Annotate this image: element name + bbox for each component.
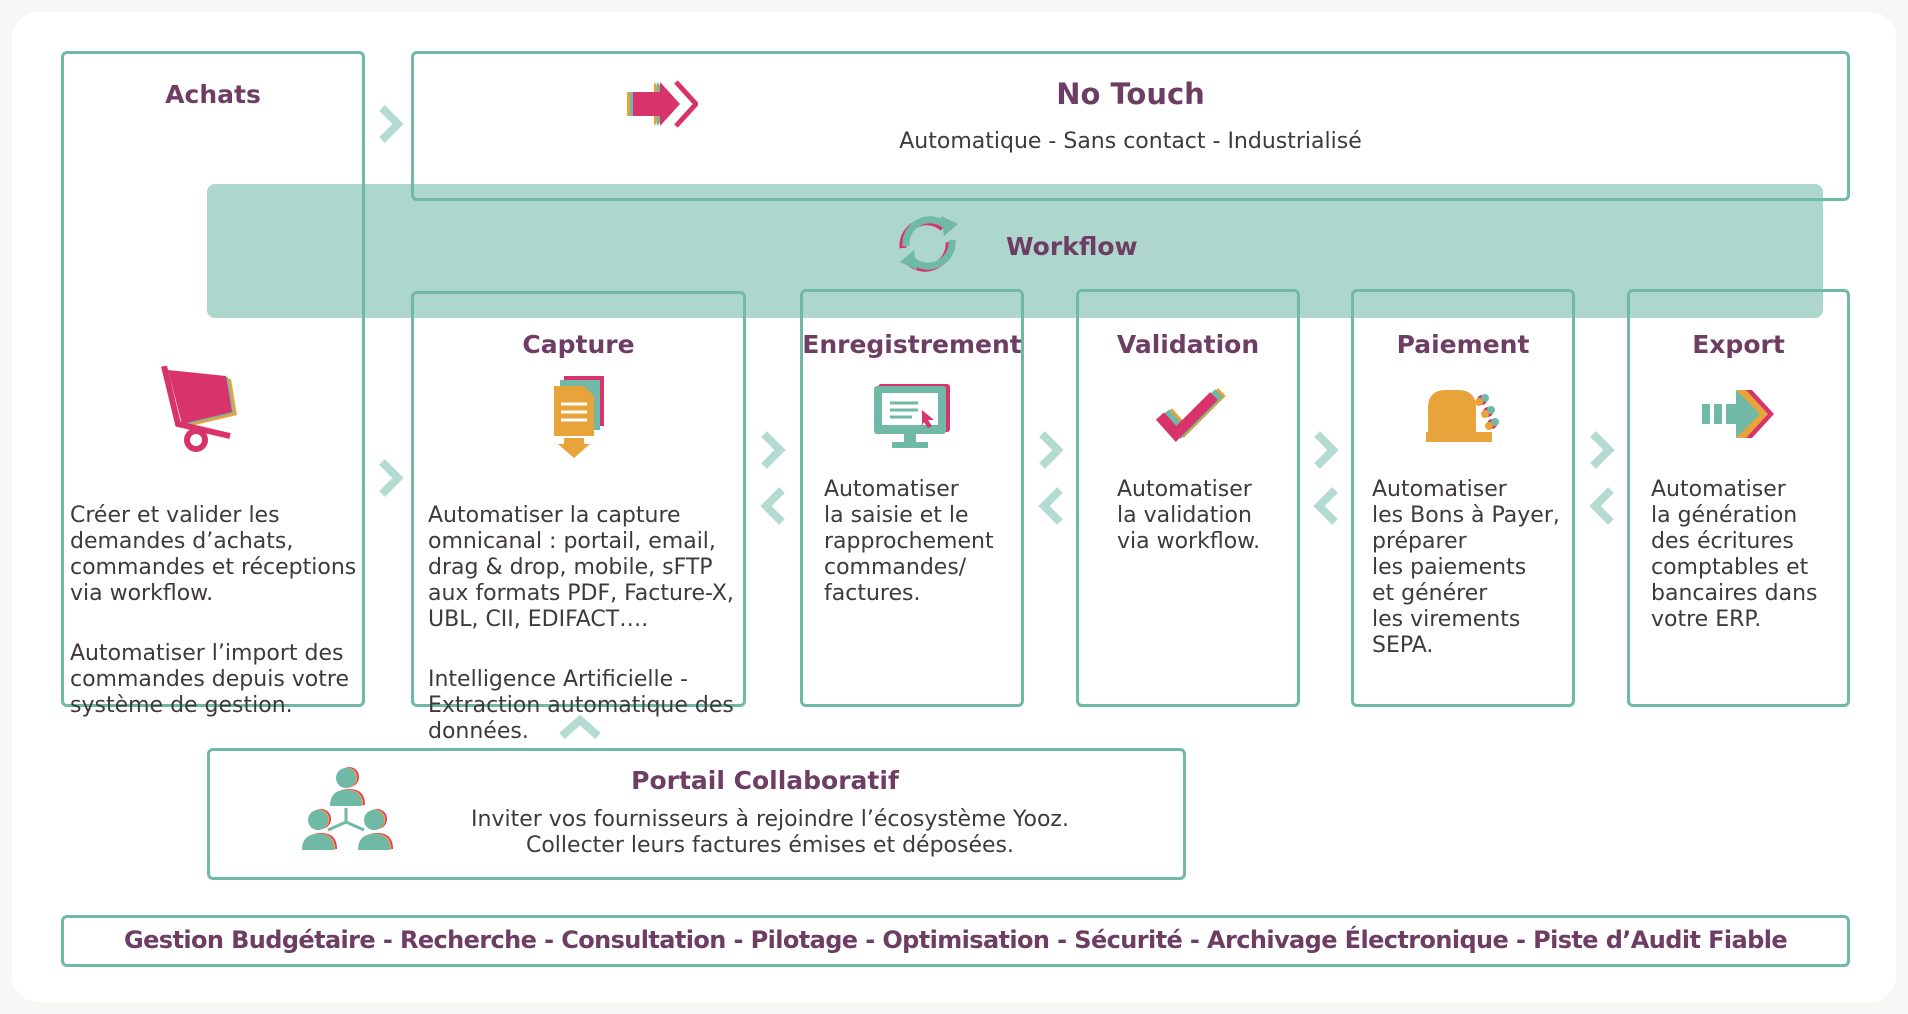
checkmark-icon (1155, 388, 1226, 443)
footer-text: Gestion Budgétaire - Recherche - Consult… (123, 926, 1788, 954)
document-download-icon (554, 376, 604, 458)
validation-title: Validation (1116, 330, 1260, 359)
enregistrement-desc: Automatiser la saisie et le rapprochemen… (824, 477, 994, 606)
cash-register-icon (1426, 390, 1499, 442)
footer-bar (61, 915, 1850, 967)
enregistrement-card (800, 289, 1024, 707)
workflow-band (207, 184, 1823, 318)
export-card (1627, 289, 1850, 707)
portail-line1: Inviter vos fournisseurs à rejoindre l’é… (471, 807, 1069, 832)
achats-card (61, 51, 365, 707)
paiement-desc: Automatiser les Bons à Payer, préparer l… (1372, 477, 1560, 658)
achats-desc: Créer et valider les demandes d’achats, … (70, 477, 360, 753)
portail-line2: Collecter leurs factures émises et dépos… (525, 833, 1014, 858)
validation-card (1076, 289, 1300, 707)
capture-desc-p1: Automatiser la capture omnicanal : porta… (428, 503, 734, 632)
chevron-left-icon (1038, 487, 1063, 525)
paiement-card (1351, 289, 1575, 707)
portail-card (207, 748, 1186, 880)
export-title: Export (1692, 330, 1785, 359)
chevron-left-icon (1589, 487, 1614, 525)
achats-desc-p2: Automatiser l’import des commandes depui… (70, 641, 349, 718)
paiement-title: Paiement (1396, 330, 1530, 359)
portail-title: Portail Collaboratif (631, 766, 899, 795)
export-desc: Automatiser la génération des écritures … (1651, 477, 1818, 632)
notouch-title: No Touch (1056, 77, 1205, 111)
chevron-right-icon (761, 431, 786, 469)
capture-desc: Automatiser la capture omnicanal : porta… (428, 477, 746, 779)
validation-desc: Automatiser la validation via workflow. (1117, 477, 1261, 554)
fast-forward-icon (627, 80, 698, 128)
chevron-right-icon (379, 459, 404, 497)
achats-desc-p1: Créer et valider les demandes d’achats, … (70, 503, 357, 606)
notouch-card (411, 51, 1850, 201)
cart-icon (161, 366, 237, 452)
chevron-right-icon (1039, 431, 1064, 469)
chevron-right-icon (1590, 431, 1615, 469)
chevron-left-icon (760, 487, 785, 525)
capture-title: Capture (522, 330, 635, 359)
chevron-up-icon (559, 714, 601, 739)
users-network-icon (302, 767, 393, 850)
chevron-left-icon (1313, 487, 1338, 525)
notouch-subtitle: Automatique - Sans contact - Industriali… (899, 129, 1362, 154)
enregistrement-title: Enregistrement (802, 330, 1022, 359)
capture-card (411, 291, 746, 707)
chevron-right-icon (1314, 431, 1339, 469)
achats-title: Achats (165, 80, 261, 109)
workflow-title: Workflow (1006, 232, 1138, 261)
refresh-cycle-icon (899, 216, 958, 272)
chevron-right-icon (379, 105, 404, 143)
monitor-icon (874, 384, 950, 448)
export-arrow-icon (1702, 390, 1774, 438)
capture-desc-p2: Intelligence Artificielle - Extraction a… (428, 667, 734, 744)
